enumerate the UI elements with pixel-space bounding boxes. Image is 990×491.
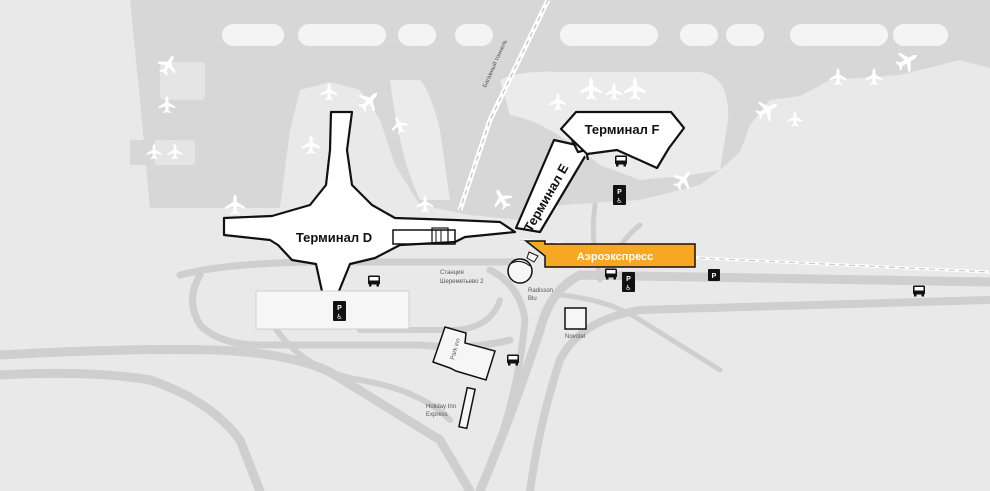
- terminal-d[interactable]: Терминал D: [222, 110, 517, 298]
- accessible-icon: ♿: [336, 313, 342, 321]
- parking-letter: P: [337, 305, 342, 312]
- aeroexpress-label: Аэроэкспресс: [577, 251, 654, 263]
- terminal-f[interactable]: Терминал F: [559, 110, 686, 170]
- radisson-label-2: Blu: [528, 296, 537, 302]
- station-label-group: Станция Шереметьево 2: [440, 270, 484, 285]
- holiday-inn-express-hotel: Holiday Inn Express: [426, 386, 476, 430]
- station-name-label: Шереметьево 2: [440, 279, 484, 285]
- parking-icon-aeroexpress[interactable]: P ♿: [622, 272, 635, 292]
- park-inn-hotel: Park inn: [432, 326, 496, 381]
- parking-letter: P: [712, 273, 717, 280]
- holiday-inn-label-1: Holiday Inn: [426, 404, 456, 410]
- terminal-d-label: Терминал D: [296, 230, 372, 245]
- novotel-label: Novotel: [565, 334, 585, 340]
- parking-letter: P: [617, 189, 622, 196]
- accessible-icon: ♿: [616, 197, 622, 205]
- radisson-label-1: Radisson: [528, 288, 553, 294]
- parking-garage-d: [255, 290, 410, 330]
- accessible-icon: ♿: [625, 284, 631, 292]
- apron-top: [130, 0, 990, 220]
- holiday-inn-label-2: Express: [426, 412, 448, 418]
- parking-letter: P: [626, 276, 631, 283]
- terminal-f-label: Терминал F: [585, 122, 660, 137]
- novotel-hotel: Novotel: [564, 307, 587, 340]
- aeroexpress-station[interactable]: Аэроэкспресс: [523, 240, 696, 268]
- parking-icon-right[interactable]: P: [708, 269, 720, 281]
- parking-icon-d[interactable]: P ♿: [333, 301, 346, 321]
- parking-icon-f[interactable]: P ♿: [613, 185, 626, 205]
- park-inn-label: Park inn: [450, 338, 462, 361]
- radisson-blu-hotel: Radisson Blu: [507, 251, 553, 302]
- station-label: Станция: [440, 270, 464, 276]
